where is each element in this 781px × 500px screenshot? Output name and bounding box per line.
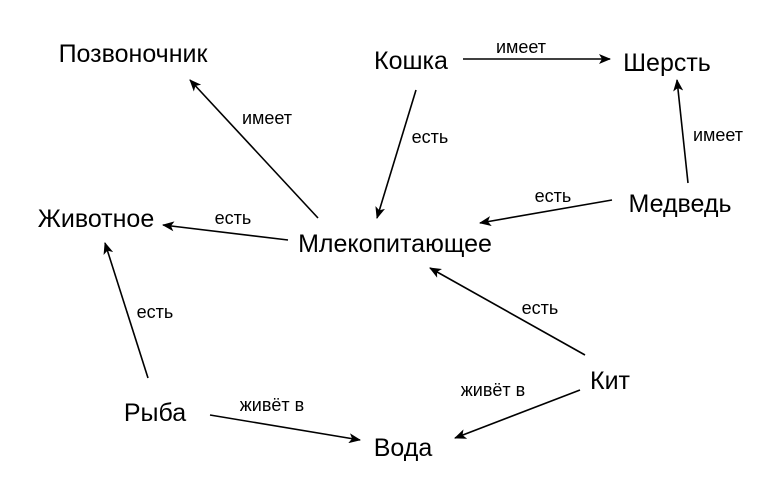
- node-fish: Рыба: [124, 399, 186, 427]
- edge-bear-fur-label: имеет: [693, 125, 743, 145]
- edge-bear-fur-arrow: [673, 79, 689, 184]
- node-mammal: Млекопитающее: [298, 230, 492, 258]
- edge-cat-fur-label: имеет: [496, 37, 546, 57]
- node-fur: Шерсть: [623, 49, 711, 77]
- edge-mammal-animal-label: есть: [215, 208, 252, 228]
- edge-whale-mammal-arrow: [429, 267, 586, 356]
- edge-whale-water-label: живёт в: [461, 380, 525, 400]
- edge-mammal-spine-label: имеет: [242, 108, 292, 128]
- edge-fish-water-label: живёт в: [240, 395, 304, 415]
- node-cat: Кошка: [374, 47, 448, 75]
- node-spine: Позвоночник: [59, 40, 209, 68]
- edge-mammal-spine-arrow: [189, 79, 319, 219]
- edge-fish-water-arrow: [209, 414, 361, 444]
- node-animal: Животное: [38, 205, 154, 233]
- edge-fish-animal-label: есть: [137, 302, 174, 322]
- edge-bear-mammal-label: есть: [535, 186, 572, 206]
- edge-bear-mammal-arrow: [479, 199, 613, 227]
- edge-whale-water-arrow: [454, 389, 581, 439]
- node-bear: Медведь: [628, 190, 731, 218]
- node-whale: Кит: [590, 367, 631, 395]
- edge-mammal-animal-arrow: [162, 221, 289, 241]
- edge-whale-mammal-label: есть: [522, 298, 559, 318]
- edge-cat-mammal-arrow: [375, 89, 417, 219]
- edge-cat-mammal-label: есть: [412, 127, 449, 147]
- node-water: Вода: [374, 434, 433, 462]
- edge-fish-animal-arrow: [103, 242, 149, 379]
